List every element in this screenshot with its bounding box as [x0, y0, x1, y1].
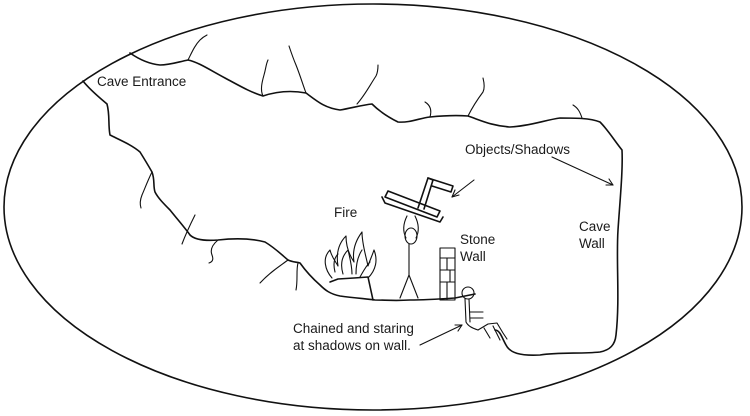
stone-wall: [439, 247, 456, 301]
floor-crack: [295, 262, 299, 291]
floor-crack: [139, 171, 153, 209]
ceiling-crack: [467, 77, 485, 117]
ceiling-crack: [424, 101, 432, 118]
floor-crack: [181, 214, 196, 245]
fire-label: Fire: [334, 205, 358, 220]
prisoner-arrow: [419, 324, 463, 346]
floor-crack: [208, 239, 219, 264]
prisoner-label-line1: Chained and staring: [293, 321, 414, 336]
ceiling-crack: [572, 104, 583, 119]
carried-object: [381, 177, 454, 223]
cave-entrance-label: Cave Entrance: [97, 74, 187, 89]
fire-flames: [324, 231, 377, 279]
cave-wall-label-line1: Cave: [579, 219, 611, 234]
stone-wall-label-line1: Stone: [460, 232, 496, 247]
ceiling-crack: [260, 59, 269, 97]
objects-shadows-label: Objects/Shadows: [465, 142, 571, 157]
prisoner-label-line2: at shadows on wall.: [293, 338, 411, 353]
objects-arrow-left: [451, 179, 475, 198]
stone-wall-label-line2: Wall: [460, 249, 486, 264]
cave-ceiling: [129, 52, 623, 356]
outer-ellipse: [3, 3, 743, 411]
cave-wall-label-line2: Wall: [579, 236, 605, 251]
fire-pit: [329, 276, 374, 301]
ceiling-crack: [288, 45, 307, 94]
object-carrier-figure: [399, 215, 419, 299]
cave-floor-left: [82, 80, 476, 302]
ceiling-crack: [356, 64, 379, 105]
ceiling-crack: [187, 34, 208, 61]
floor-crack: [259, 259, 289, 284]
objects-arrow-right: [551, 156, 614, 186]
prisoner-figure: [461, 286, 508, 341]
